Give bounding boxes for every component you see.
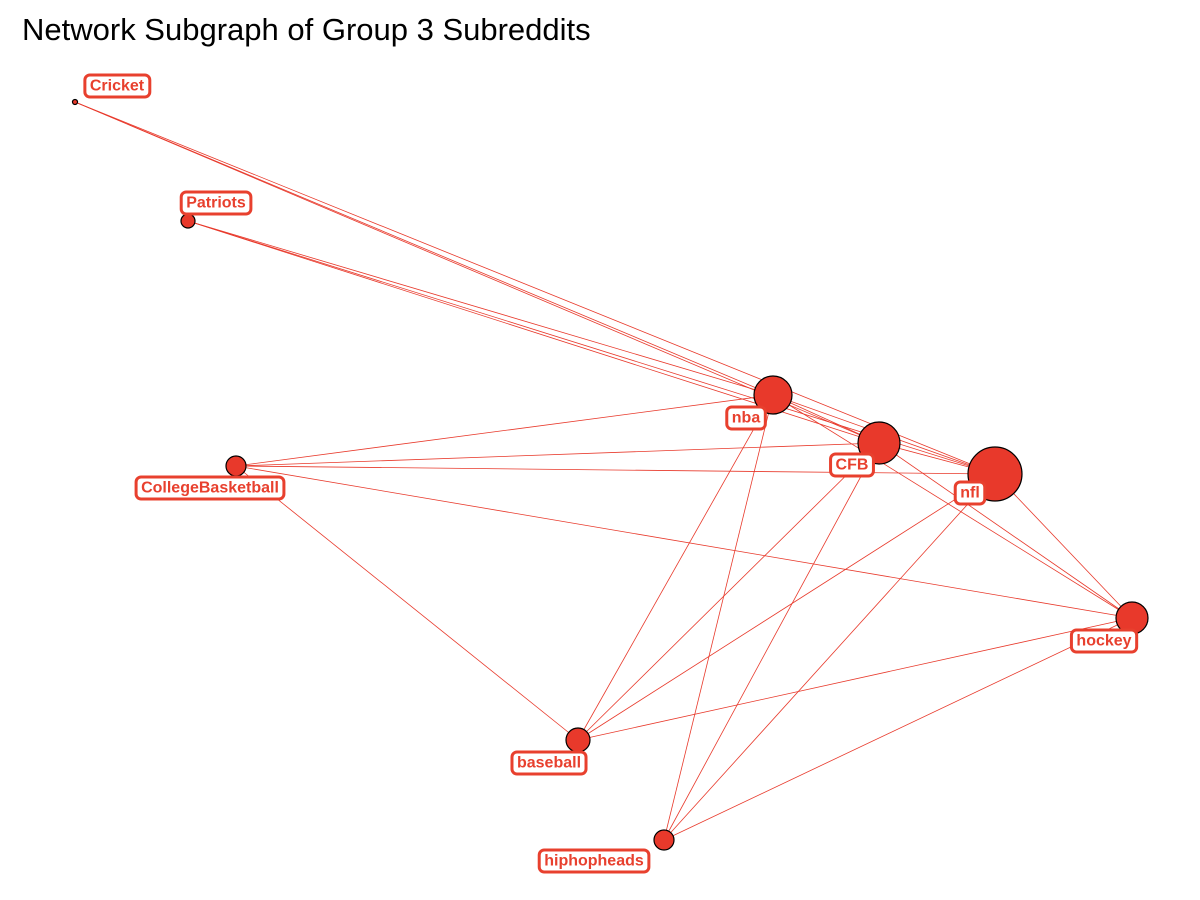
node-patriots [180, 213, 196, 229]
node-label-text: baseball [517, 755, 581, 772]
edge-nfl-baseball [577, 473, 996, 741]
edge-cfb-hockey [878, 442, 1133, 619]
edge-cfb-hiphopheads [663, 442, 880, 841]
node-label-nba: nba [725, 405, 767, 431]
node-cricket [71, 98, 79, 106]
node-label-baseball: baseball [510, 750, 588, 776]
node-college-basketball [225, 455, 247, 477]
node-label-hiphopheads: hiphopheads [537, 848, 651, 874]
node-label-text: Cricket [90, 78, 145, 95]
edge-nba-hiphopheads [663, 394, 774, 841]
edge-patriots-nfl [187, 220, 996, 475]
node-label-nfl: nfl [953, 480, 987, 506]
node-nba [753, 375, 793, 415]
node-label-cfb: CFB [829, 452, 875, 478]
node-label-cricket: Cricket [83, 73, 152, 99]
edge-nba-baseball [577, 394, 774, 741]
edge-hockey-hiphopheads [663, 617, 1133, 841]
node-label-box [953, 480, 987, 506]
node-label-text: CollegeBasketball [141, 480, 279, 497]
node-label-box [1069, 628, 1139, 654]
edge-nfl-hockey [994, 473, 1133, 619]
edge-nfl-hiphopheads [663, 473, 996, 841]
edge-cfb-baseball [577, 442, 880, 741]
node-label-box [829, 452, 875, 478]
node-label-box [83, 73, 152, 99]
node-label-patriots: Patriots [179, 190, 253, 216]
node-label-text: Patriots [186, 195, 246, 212]
edge-college-basketball-nfl [235, 465, 996, 475]
edge-college-basketball-cfb [235, 442, 880, 467]
edge-college-basketball-hockey [235, 465, 1133, 619]
edge-cricket-nfl [74, 101, 996, 475]
edge-patriots-nba [187, 220, 774, 396]
node-label-text: hockey [1076, 633, 1131, 650]
edge-college-basketball-nba [235, 394, 774, 467]
node-label-box [537, 848, 651, 874]
page-title: Network Subgraph of Group 3 Subreddits [22, 12, 591, 47]
node-label-box [179, 190, 253, 216]
node-hiphopheads [653, 829, 675, 851]
node-label-box [134, 475, 286, 501]
node-label-text: CFB [836, 457, 869, 474]
node-baseball [565, 727, 591, 753]
edge-cricket-nba [74, 101, 774, 396]
edge-nba-hockey [772, 394, 1133, 619]
edge-hockey-baseball [577, 617, 1133, 741]
node-label-text: nba [732, 410, 761, 427]
node-label-text: hiphopheads [544, 853, 644, 870]
node-label-college-basketball: CollegeBasketball [134, 475, 286, 501]
edge-cricket-cfb [74, 101, 880, 444]
node-label-box [510, 750, 588, 776]
node-label-box [725, 405, 767, 431]
node-label-text: nfl [960, 485, 980, 502]
edge-college-basketball-baseball [235, 465, 579, 741]
node-label-hockey: hockey [1069, 628, 1139, 654]
